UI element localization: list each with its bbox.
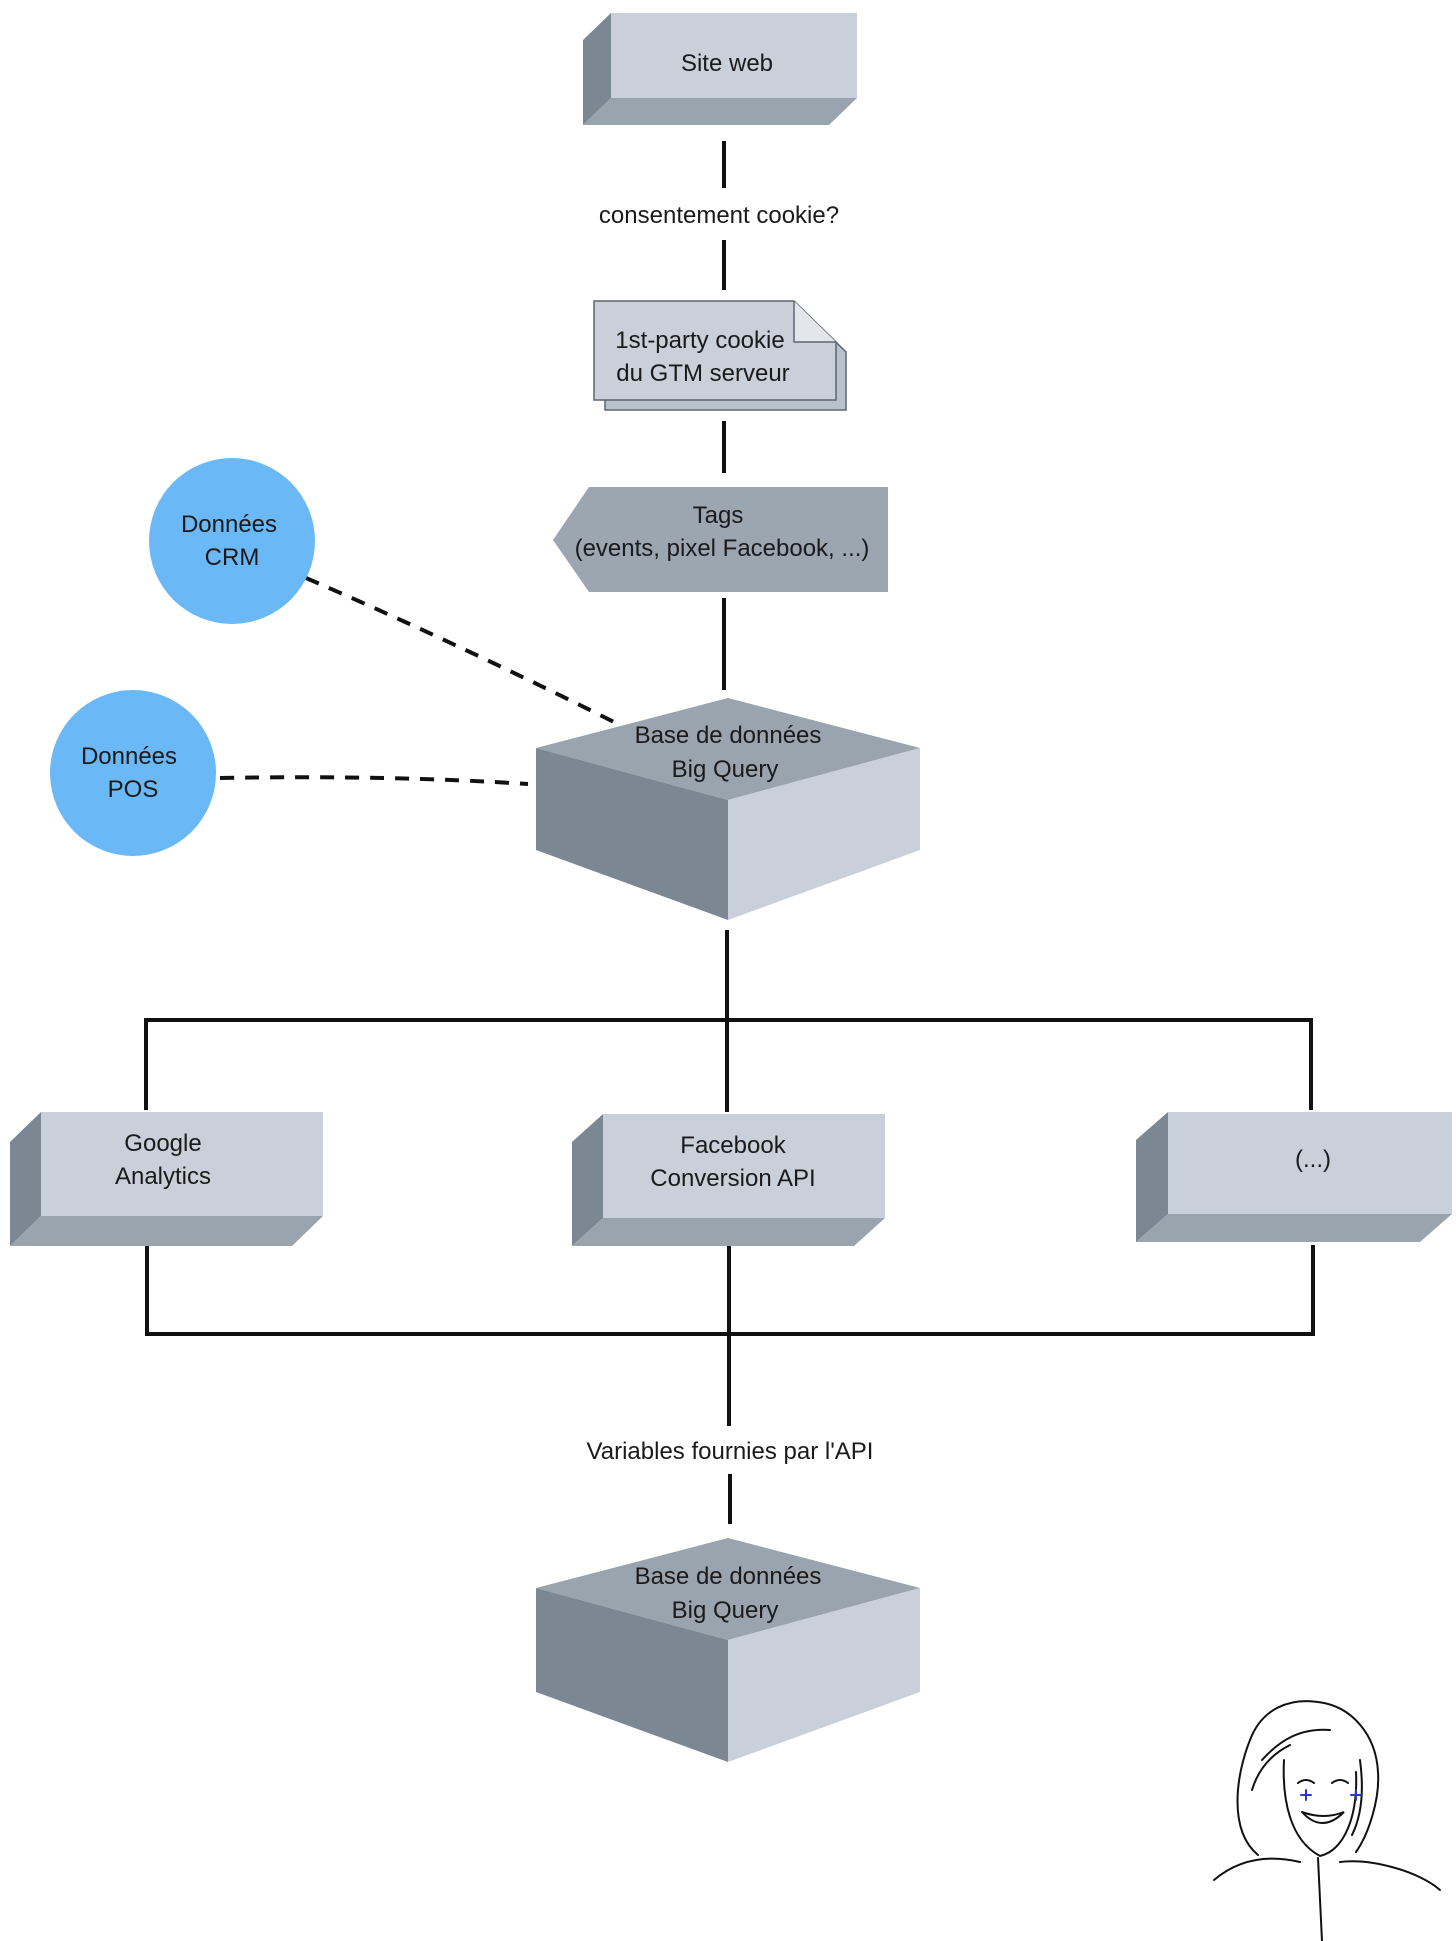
bigquery-bottom-label-line1: Base de données bbox=[635, 1563, 822, 1590]
portrait-eyes bbox=[1297, 1779, 1349, 1784]
bigquery-top-cube-left bbox=[536, 748, 728, 920]
bigquery-top-cube: Base de données Big Query bbox=[536, 698, 920, 920]
bigquery-bottom-cube-top bbox=[536, 1538, 920, 1640]
google-analytics-box: Google Analytics bbox=[10, 1112, 323, 1246]
facebook-capi-label-line2: Conversion API bbox=[650, 1165, 815, 1192]
facebook-capi-box: Facebook Conversion API bbox=[572, 1114, 885, 1246]
facebook-capi-box-front bbox=[603, 1114, 885, 1218]
site-web-box: Site web bbox=[583, 13, 857, 125]
facebook-capi-box-side bbox=[572, 1114, 603, 1246]
google-analytics-box-side bbox=[10, 1112, 41, 1246]
cookie-document-fold bbox=[793, 301, 836, 343]
cookie-label-line1: 1st-party cookie bbox=[615, 327, 784, 354]
google-analytics-label-line1: Google bbox=[124, 1130, 201, 1157]
edge-pos-bigquery bbox=[219, 775, 529, 786]
site-web-box-bottom bbox=[583, 98, 857, 125]
site-web-label: Site web bbox=[681, 50, 773, 77]
portrait-smile bbox=[1301, 1811, 1345, 1824]
others-label: (...) bbox=[1295, 1146, 1331, 1173]
portrait-shoulders bbox=[1213, 1857, 1441, 1941]
google-analytics-label-line2: Analytics bbox=[115, 1163, 211, 1190]
google-analytics-box-front bbox=[41, 1112, 323, 1216]
crm-circle-shape bbox=[149, 458, 315, 624]
cookie-label-line2: du GTM serveur bbox=[616, 360, 789, 387]
edge-crm-bigquery bbox=[305, 576, 615, 724]
others-box: (...) bbox=[1136, 1112, 1452, 1242]
portrait-face bbox=[1282, 1759, 1358, 1858]
pos-data-circle: Données POS bbox=[50, 690, 216, 856]
crm-data-circle: Données CRM bbox=[149, 458, 315, 624]
facebook-capi-label-line1: Facebook bbox=[680, 1132, 786, 1159]
pos-label-line1: Données bbox=[81, 743, 177, 770]
bigquery-top-label-line1: Base de données bbox=[635, 722, 822, 749]
tags-label-line1: Tags bbox=[693, 502, 744, 529]
pos-circle-shape bbox=[50, 690, 216, 856]
crm-label-line2: CRM bbox=[205, 544, 260, 571]
site-web-box-front bbox=[611, 13, 857, 98]
cookie-document-page bbox=[593, 300, 837, 401]
portrait-hair bbox=[1236, 1700, 1380, 1856]
crm-label-line1: Données bbox=[181, 511, 277, 538]
portrait-hair-strands bbox=[1251, 1728, 1363, 1836]
bigquery-top-cube-right bbox=[728, 748, 920, 920]
bigquery-bottom-cube-right bbox=[728, 1588, 920, 1762]
cookie-document: 1st-party cookie du GTM serveur bbox=[593, 300, 847, 411]
fleur-de-lis-icon bbox=[1300, 1789, 1362, 1801]
tags-shape: Tags (events, pixel Facebook, ...) bbox=[553, 487, 888, 592]
portrait-sketch-icon bbox=[1213, 1700, 1441, 1941]
connectors bbox=[144, 141, 1315, 1524]
bigquery-bottom-label-line2: Big Query bbox=[672, 1597, 779, 1624]
bigquery-bottom-cube: Base de données Big Query bbox=[536, 1538, 920, 1762]
bigquery-bottom-cube-left bbox=[536, 1588, 728, 1762]
bigquery-top-cube-top bbox=[536, 698, 920, 800]
tags-shape-body bbox=[553, 487, 888, 592]
tags-label-line2: (events, pixel Facebook, ...) bbox=[575, 535, 870, 562]
pos-label-line2: POS bbox=[108, 776, 159, 803]
others-box-side bbox=[1136, 1112, 1168, 1242]
consent-label: consentement cookie? bbox=[599, 202, 839, 229]
bigquery-top-label-line2: Big Query bbox=[672, 756, 779, 783]
others-box-bottom bbox=[1136, 1214, 1452, 1242]
site-web-box-side bbox=[583, 13, 611, 125]
facebook-capi-box-bottom bbox=[572, 1218, 885, 1246]
api-variables-label: Variables fournies par l'API bbox=[587, 1438, 874, 1465]
google-analytics-box-bottom bbox=[10, 1216, 323, 1246]
others-box-front bbox=[1168, 1112, 1452, 1214]
